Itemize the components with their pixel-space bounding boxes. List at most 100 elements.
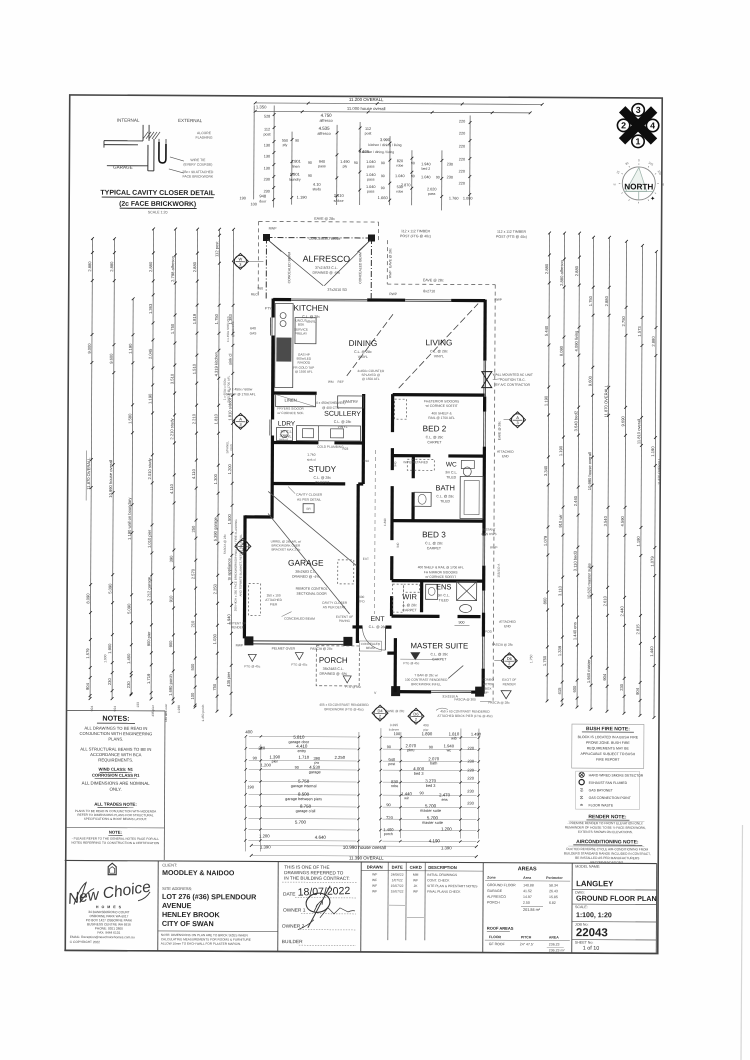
svg-text:10.990 house overall: 10.990 house overall [108,460,113,498]
svg-text:550: 550 [282,139,288,143]
svg-text:2.070: 2.070 [406,743,417,748]
svg-text:900: 900 [168,640,173,648]
svg-text:SERVICE: SERVICE [294,328,308,332]
svg-text:15: 15 [615,170,620,175]
svg-text:1.080: 1.080 [463,197,473,201]
svg-text:alfresco: alfresco [317,132,330,136]
svg-text:1.363: 1.363 [148,303,153,314]
svg-text:940: 940 [319,160,325,164]
svg-text:1.440: 1.440 [401,791,412,796]
svg-text:PORCH: PORCH [319,656,348,665]
svg-text:90: 90 [308,161,312,165]
svg-text:528: 528 [264,114,270,118]
svg-text:26.43: 26.43 [549,889,558,893]
svg-text:3.340: 3.340 [543,465,548,476]
svg-text:9.600: 9.600 [109,353,114,364]
svg-text:1.750: 1.750 [542,655,547,666]
svg-text:190: 190 [240,196,246,200]
svg-text:9.430: 9.430 [359,149,370,154]
svg-text:2.250: 2.250 [212,583,217,594]
svg-text:NOTES:: NOTES: [102,714,129,723]
svg-text:study: study [312,187,321,191]
svg-text:4.530: 4.530 [309,765,320,770]
svg-text:FIRE REPORT: FIRE REPORT [596,758,620,762]
svg-text:MOODLEY & NAIDOO: MOODLEY & NAIDOO [162,870,235,877]
svg-text:FLOOR: FLOOR [489,935,502,939]
svg-text:90: 90 [308,174,312,178]
svg-text:112 x 112 TIMBER: 112 x 112 TIMBER [401,229,430,233]
svg-text:3.540: 3.540 [603,515,608,526]
svg-text:GROUND FLOOR: GROUND FLOOR [487,883,516,887]
svg-text:2.880: 2.880 [574,265,579,276]
svg-text:2: 2 [621,120,626,130]
svg-text:400 SHELF &: 400 SHELF & [431,411,452,415]
svg-text:PLANS.: PLANS. [108,736,123,741]
svg-text:5.090: 5.090 [107,583,112,594]
svg-text:RENDER: RENDER [503,682,517,686]
svg-text:220: 220 [459,131,465,135]
svg-text:1.450 porch: 1.450 porch [201,704,205,721]
svg-text:BY A/C CONTRACTOR: BY A/C CONTRACTOR [495,383,530,387]
svg-text:EXTENT OF: EXTENT OF [229,621,246,625]
svg-text:2.880: 2.880 [544,263,549,274]
svg-text:600: 600 [572,685,577,693]
svg-text:WC: WC [446,461,457,468]
svg-text:EMAIL: Reception@newchoicehome: EMAIL: Reception@newchoicehomes.com.au [70,935,135,939]
svg-text:FASCIA @ 28c: FASCIA @ 28c [223,534,227,555]
svg-text:pass: pass [367,165,375,169]
svg-text:10.620 master suite: 10.620 master suite [586,562,591,599]
svg-text:236.23: 236.23 [549,942,560,946]
svg-text:PORCH: PORCH [487,901,500,905]
svg-text:CAVITY CLOSER: CAVITY CLOSER [296,493,323,497]
svg-text:WALL MOUNTED AC UNIT: WALL MOUNTED AC UNIT [493,373,533,377]
svg-text:CARPET: CARPET [432,657,447,661]
svg-text:CONT. CHECK: CONT. CHECK [427,878,450,882]
svg-text:SITE ADDRESS:: SITE ADDRESS: [162,886,192,891]
svg-text:WF: WF [413,878,418,882]
svg-text:900w/LED: 900w/LED [296,357,311,361]
svg-text:1.450: 1.450 [126,653,131,664]
svg-text:C.L. @ 28c: C.L. @ 28c [302,315,320,319]
svg-text:ALLOW 10mm TO EACH WALL FOR PL: ALLOW 10mm TO EACH WALL FOR PLASTER MARG… [161,942,241,946]
svg-text:BED 3: BED 3 [422,530,446,539]
svg-text:CLIENT:: CLIENT: [162,862,177,867]
svg-text:750: 750 [212,683,217,691]
svg-text:FASCIA @ 28c: FASCIA @ 28c [310,647,332,651]
svg-text:3.395: 3.395 [390,723,398,727]
svg-text:robe: robe [396,190,403,194]
svg-text:CONCEALED BEAM: CONCEALED BEAM [287,252,291,284]
svg-text:garage o'all: garage o'all [296,809,316,813]
svg-text:1.350: 1.350 [256,104,267,109]
svg-text:720: 720 [386,815,394,820]
svg-text:1.190 wall on boundary: 1.190 wall on boundary [127,497,132,540]
svg-text:FLOOR WASTE: FLOOR WASTE [589,803,614,807]
svg-text:SCALE 1:20: SCALE 1:20 [148,210,168,214]
svg-text:RWP: RWP [269,226,278,230]
svg-text:MM: MM [413,873,419,877]
svg-text:R10: R10 [363,459,369,463]
svg-text:90: 90 [436,175,440,179]
svg-text:FASCIA @ 300: FASCIA @ 300 [454,697,476,701]
svg-text:BRICKWORK INFILL: BRICKWORK INFILL [411,682,441,686]
svg-text:2.045: 2.045 [148,348,153,359]
svg-text:REFER TO DIMENSIONS PLANS FOR: REFER TO DIMENSIONS PLANS FOR STRUCTURAL [77,813,153,817]
svg-text:1.190: 1.190 [650,446,655,457]
svg-text:IN THE BUILDING CONTRACT:: IN THE BUILDING CONTRACT: [284,876,350,881]
svg-text:330: 330 [657,169,663,176]
svg-text:door: door [259,199,267,203]
svg-text:4x450x COUNTER: 4x450x COUNTER [357,369,385,373]
svg-text:41.52: 41.52 [523,889,532,893]
svg-text:900: 900 [458,620,464,624]
svg-text:2.570: 2.570 [191,568,196,579]
svg-text:904: 904 [90,706,94,712]
svg-text:220: 220 [459,181,465,185]
svg-text:1.490: 1.490 [340,160,350,164]
svg-text:w/ CORNICE SOF.: w/ CORNICE SOF. [277,411,304,415]
svg-text:DRAINED @ -5%: DRAINED @ -5% [313,271,341,275]
svg-text:EAVE @ 28c: EAVE @ 28c [497,421,501,440]
svg-text:CAVITY CLOSER: CAVITY CLOSER [322,601,348,605]
svg-text:REMOTE CONTROL: REMOTE CONTROL [296,587,328,591]
svg-text:1.390: 1.390 [269,754,280,759]
svg-text:CALCULATING MEASUREMENTS FOR R: CALCULATING MEASUREMENTS FOR ROOMS & FUR… [161,937,251,941]
svg-text:EXTENTS SHOWN ON ELEVATIONS.: EXTENTS SHOWN ON ELEVATIONS. [578,830,633,834]
